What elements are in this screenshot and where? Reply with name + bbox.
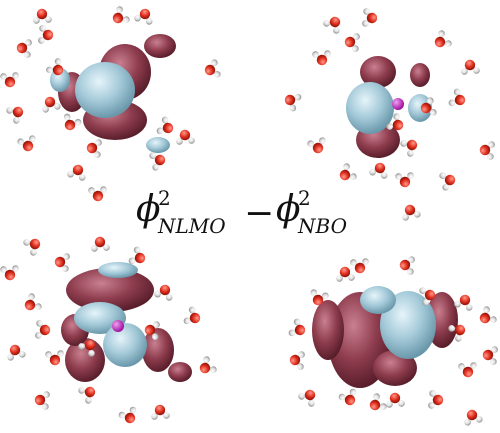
water-molecule — [45, 350, 64, 366]
positive-lobe — [50, 62, 170, 153]
water-molecule — [399, 256, 415, 275]
water-molecule — [289, 351, 305, 370]
water-molecule — [386, 113, 404, 131]
water-molecule — [402, 204, 421, 221]
exponent-2: 2 — [298, 186, 311, 210]
water-molecule — [91, 236, 110, 252]
water-molecule — [312, 50, 331, 66]
water-molecule — [78, 339, 96, 357]
water-molecule — [88, 186, 107, 202]
water-molecule — [310, 289, 329, 306]
water-molecule — [63, 113, 82, 131]
water-molecule — [448, 88, 466, 107]
positive-lobe — [74, 262, 147, 367]
water-molecule — [128, 246, 146, 265]
central-atom — [392, 98, 404, 110]
water-molecule — [336, 266, 355, 282]
water-molecule — [183, 306, 201, 325]
minus-operator: − — [244, 193, 275, 234]
water-molecule — [339, 163, 357, 181]
water-molecule — [78, 386, 96, 404]
water-molecule — [42, 96, 61, 113]
water-molecule — [86, 139, 102, 158]
water-molecule — [112, 6, 130, 24]
exponent-1: 2 — [158, 186, 171, 210]
water-molecule — [439, 172, 456, 191]
water-molecule — [298, 389, 316, 407]
water-molecule — [54, 253, 70, 272]
water-molecule — [461, 59, 480, 75]
water-molecule — [118, 406, 137, 424]
water-molecule — [67, 164, 86, 181]
water-molecule — [0, 72, 19, 88]
water-molecule — [428, 390, 444, 409]
water-molecule — [350, 258, 369, 274]
negative-lobe — [61, 268, 192, 382]
water-molecule — [454, 294, 473, 311]
density-difference-formula: ϕ 2 NLMO − ϕ 2 NBO — [136, 188, 376, 248]
water-molecule — [479, 141, 495, 160]
water-molecule — [400, 139, 418, 157]
subscript-nlmo: NLMO — [158, 214, 226, 238]
water-molecule — [434, 30, 452, 48]
water-molecule — [482, 346, 498, 365]
water-molecule — [395, 172, 414, 188]
water-molecule — [204, 59, 221, 78]
water-molecule — [149, 152, 166, 171]
water-molecule — [46, 58, 64, 76]
water-molecule — [156, 116, 174, 135]
water-molecule — [17, 135, 36, 152]
water-molecule — [154, 284, 173, 301]
water-molecule — [34, 391, 50, 410]
panel-bottom-left — [61, 262, 192, 382]
central-atom — [112, 320, 124, 332]
water-molecule — [386, 392, 405, 408]
water-molecule — [35, 320, 51, 339]
panel-top-left — [50, 34, 176, 153]
positive-lobe — [360, 286, 436, 359]
water-molecule — [420, 97, 437, 116]
water-molecule — [134, 8, 153, 25]
water-molecule — [479, 306, 497, 324]
phi-symbol-2: ϕ — [276, 189, 301, 230]
water-molecule — [307, 137, 326, 154]
panel-top-right — [346, 56, 432, 158]
water-molecule — [151, 404, 170, 420]
water-molecules — [0, 6, 498, 426]
positive-lobe — [346, 82, 432, 134]
water-molecule — [323, 16, 341, 34]
water-molecule — [176, 129, 195, 145]
water-molecule — [38, 25, 54, 44]
water-molecule — [338, 388, 357, 406]
water-molecule — [16, 39, 32, 58]
central-atoms — [112, 98, 404, 332]
water-molecule — [369, 393, 387, 411]
water-molecule — [33, 8, 52, 24]
subscript-nbo: NBO — [298, 214, 347, 238]
water-molecule — [288, 318, 306, 337]
water-molecule — [458, 362, 477, 378]
water-molecule — [284, 93, 302, 112]
phi-symbol-1: ϕ — [136, 189, 161, 230]
water-molecule — [369, 162, 388, 179]
water-molecule — [0, 265, 19, 281]
water-molecule — [344, 33, 360, 52]
water-molecule — [6, 106, 24, 124]
water-molecule — [24, 293, 42, 311]
water-molecule — [362, 8, 378, 27]
panel-bottom-right — [312, 286, 458, 388]
water-molecule — [199, 356, 217, 374]
water-molecule — [419, 287, 436, 306]
water-molecule — [23, 238, 41, 256]
water-molecule — [7, 344, 26, 361]
water-molecule — [144, 321, 160, 340]
water-molecule — [448, 324, 466, 342]
water-molecule — [464, 409, 483, 426]
